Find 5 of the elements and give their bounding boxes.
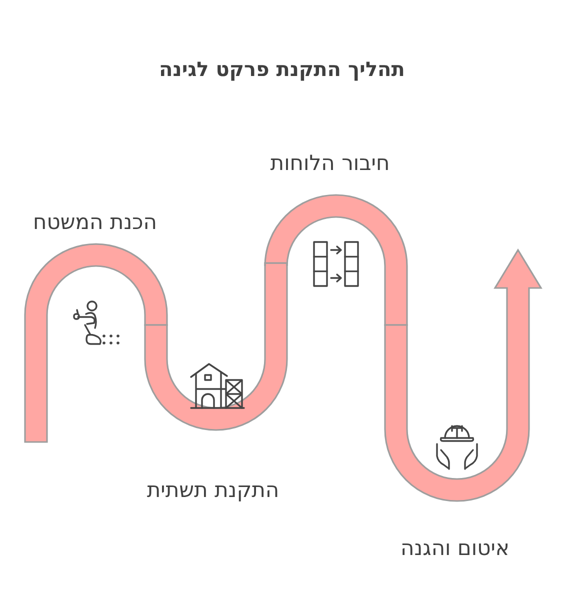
step-label: הכנת המשטח [32, 209, 158, 235]
diagram-title: תהליך התקנת פרקט לגינה [158, 56, 406, 82]
step-label: איטום והגנה [400, 535, 510, 561]
step-label: התקנת תשתית [146, 477, 280, 503]
step-label: חיבור הלוחות [269, 150, 391, 176]
